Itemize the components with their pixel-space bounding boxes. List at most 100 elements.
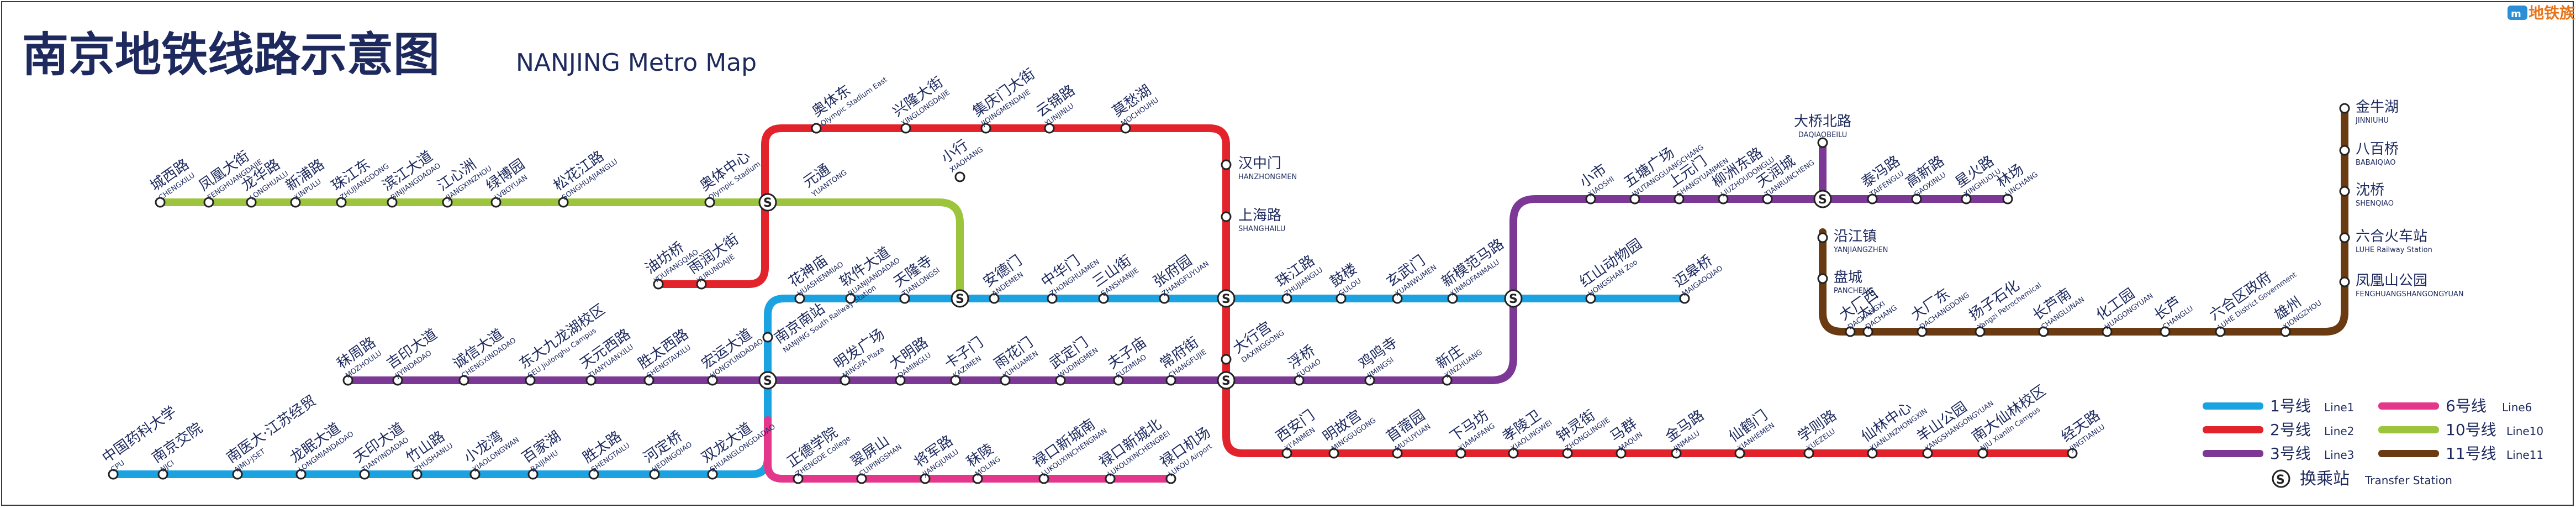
legend-item-line6: 6号线 Line6 [2378, 397, 2532, 415]
transfer-icon-glyph: S [763, 196, 772, 210]
station-marker [232, 469, 243, 480]
station-name-en: JINNIUHU [2355, 117, 2389, 125]
station-name-en: BABAIQIAO [2356, 159, 2395, 167]
station-marker [1629, 193, 1640, 205]
legend-label-en: Line2 [2324, 425, 2354, 438]
station-marker [387, 197, 398, 208]
station-marker [643, 375, 654, 386]
station-name-cn: 上海路 [1238, 207, 1281, 224]
station-marker [2339, 232, 2350, 243]
station-marker [2067, 448, 2078, 459]
station-marker [1734, 448, 1745, 459]
transfer-icon-glyph: S [1509, 292, 1518, 306]
station-marker [1221, 211, 1232, 222]
station-marker [1845, 326, 1856, 337]
station-marker [793, 473, 804, 484]
station-marker [2102, 326, 2113, 337]
station-marker [1817, 137, 1828, 148]
station-marker [1165, 473, 1176, 484]
station-marker [1679, 293, 1690, 304]
legend-item-line3: 3号线 Line3 [2203, 444, 2354, 463]
station-marker [295, 469, 307, 480]
transfer-station-marker [1504, 289, 1523, 308]
legend-swatch [2378, 426, 2439, 433]
station-name-cn: 六合火车站 [2356, 228, 2427, 245]
transfer-icon-glyph: S [2276, 473, 2285, 487]
station-marker [1817, 232, 1828, 243]
station-marker [1455, 448, 1466, 459]
legend-swatch [2203, 450, 2263, 457]
legend-label-en: Line11 [2506, 448, 2543, 462]
station-marker [2160, 326, 2171, 337]
station-marker [653, 279, 664, 290]
legend-label-cn: 10号线 [2446, 421, 2496, 439]
station-marker [1911, 193, 1922, 205]
station-marker [1447, 293, 1458, 304]
station-marker [108, 469, 119, 480]
transfer-station-marker [951, 289, 969, 308]
legend-transfer-en: Transfer Station [2364, 474, 2452, 487]
station-name-cn: 盘城 [1834, 269, 1862, 286]
transfer-station-marker [1217, 371, 1236, 390]
station-marker [527, 469, 539, 480]
legend-transfer-cn: 换乘站 [2300, 469, 2350, 489]
station-marker [707, 375, 718, 386]
transfer-icon-glyph: S [1818, 193, 1827, 207]
station-name-en: YANJIANGZHEN [1833, 246, 1888, 254]
station-marker [392, 375, 403, 386]
legend-swatch [2203, 426, 2263, 433]
logo-icon-glyph: m [2511, 8, 2521, 20]
transfer-station-marker [1813, 190, 1832, 208]
station-marker [1585, 193, 1596, 205]
station-marker [1364, 375, 1375, 386]
legend-item-line11: 11号线 Line11 [2378, 444, 2543, 463]
legend-label-en: Line6 [2502, 401, 2532, 414]
station-marker [458, 375, 469, 386]
station-marker [2215, 326, 2226, 337]
line-10-path [156, 198, 964, 302]
station-marker [1803, 448, 1814, 459]
station-marker [845, 293, 856, 304]
station-marker [1113, 375, 1124, 386]
station-marker [1105, 473, 1116, 484]
station-marker [1562, 448, 1573, 459]
station-marker [1616, 448, 1627, 459]
station-marker [794, 293, 805, 304]
legend-item-line1: 1号线 Line1 [2203, 397, 2354, 415]
station-marker [704, 197, 715, 208]
station-marker [1159, 293, 1170, 304]
station-marker [1221, 159, 1232, 170]
station-name-en: FENGHUANGSHANGONGYUAN [2356, 290, 2464, 298]
